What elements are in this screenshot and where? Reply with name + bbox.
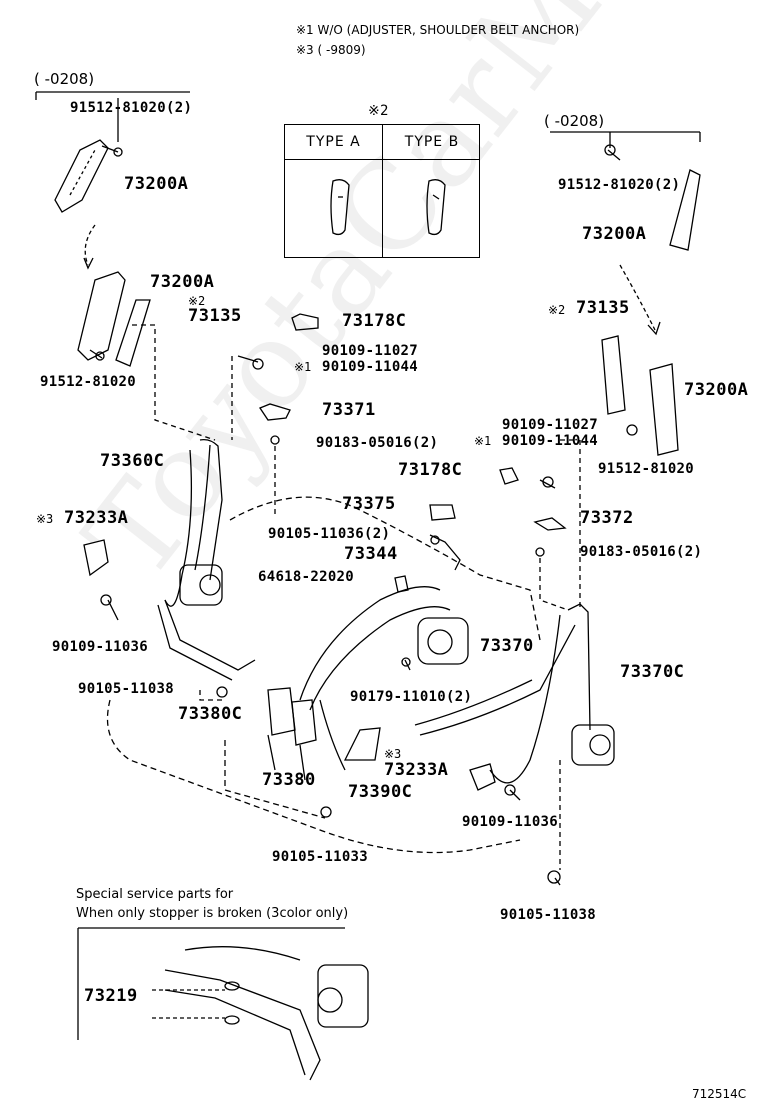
left-mid-anchor-plate [77,271,126,361]
label-73178C-right: 73178C [398,460,463,480]
label-73390C: 73390C [348,782,413,802]
label-90109-11027-right: 90109-11027 [502,417,599,433]
label-73200A-left-top: 73200A [124,174,189,194]
label-73371: 73371 [322,400,376,420]
label-90105-11036-2: 90105-11036(2) [268,526,391,542]
label-73370: 73370 [480,636,534,656]
label-90109-11044-top-mark: ※1 [294,360,312,374]
label-73135-right-mark: ※2 [548,303,566,317]
left-upper-anchor-plate [54,139,109,213]
type-a-cover-image [330,179,350,236]
part-64618 [394,575,409,593]
label-90109-11044-top: 90109-11044 [322,359,419,375]
right-retractor [571,724,615,766]
label-73178C-top: 73178C [342,311,407,331]
label-73135-left-mark: ※2 [188,294,206,308]
part-73178C-right [499,467,519,485]
label-73233A-mid-mark: ※3 [384,747,402,761]
type-b-cover-image [426,179,446,236]
label-73200A-right-top: 73200A [582,224,647,244]
note-1: ※1 W/O (ADJUSTER, SHOULDER BELT ANCHOR) [296,23,580,37]
buckle-73380C [267,687,296,736]
label-90183-05016-2-top: 90183-05016(2) [316,435,439,451]
figure-id: 712514C [692,1087,747,1101]
label-90179-11010-2: 90179-11010(2) [350,689,473,705]
label-90109-11036-left: 90109-11036 [52,639,149,655]
label-90109-11036-right: 90109-11036 [462,814,559,830]
label-90183-05016-2-right: 90183-05016(2) [580,544,703,560]
label-73135-left: 73135 [188,306,242,326]
label-90105-11038-left: 90105-11038 [78,681,175,697]
label-73375: 73375 [342,494,396,514]
cover-73233A-left [83,539,109,577]
label-73344: 73344 [344,544,398,564]
special-retractor [317,964,369,1028]
label-73233A-left: 73233A [64,508,129,528]
special-line-2: When only stopper is broken (3color only… [76,906,349,921]
label-73135-right: 73135 [576,298,630,318]
label-73380: 73380 [262,770,316,790]
label-91512-81020-left: 91512-81020 [40,374,137,390]
label-73200A-left-mid: 73200A [150,272,215,292]
label-91512-81020-2-right: 91512-81020(2) [558,177,681,193]
type-table: TYPE A TYPE B [284,124,480,258]
cover-73233A-mid [469,763,496,791]
label-73233A-left-mark: ※3 [36,512,54,526]
right-upper-anchor-plate [669,169,701,251]
center-retractor [417,617,469,665]
label-90109-11044-right: 90109-11044 [502,433,599,449]
left-retractor [179,564,223,606]
part-73372 [533,517,567,531]
label-73200A-right-mid: 73200A [684,380,749,400]
label-73370C: 73370C [620,662,685,682]
type-b-header: TYPE B [404,134,460,150]
note-3: ※3 ( -9809) [296,43,366,57]
label-90109-11044-right-mark: ※1 [474,434,492,448]
right-range-bracket [550,131,701,142]
label-73372: 73372 [580,508,634,528]
special-line-1: Special service parts for [76,887,234,902]
left-belt-upper [199,438,223,581]
right-mid-anchor-plate [649,363,679,456]
label-90109-11027-top: 90109-11027 [322,343,419,359]
label-90105-11033: 90105-11033 [272,849,369,865]
left-range: ( -0208) [34,70,95,88]
left-range-bracket [35,91,190,100]
part-73371 [259,403,291,421]
right-cover-73135 [601,335,626,415]
label-91512-81020-right: 91512-81020 [598,461,695,477]
label-73233A-mid: 73233A [384,760,449,780]
label-91512-81020-2-left: 91512-81020(2) [70,100,193,116]
right-belt-upper [567,603,591,731]
part-73375 [429,504,456,521]
left-cover-73135 [115,299,151,367]
label-90105-11038-right: 90105-11038 [500,907,597,923]
label-73360C: 73360C [100,451,165,471]
type-table-mark: ※2 [368,103,389,119]
label-73380C: 73380C [178,704,243,724]
type-a-header: TYPE A [285,125,383,159]
right-range: ( -0208) [544,112,605,130]
label-73219: 73219 [84,986,138,1006]
part-73178C-top [291,313,319,331]
label-64618-22020: 64618-22020 [258,569,355,585]
part-73344 [429,534,461,571]
buckle-73390C [343,727,381,761]
